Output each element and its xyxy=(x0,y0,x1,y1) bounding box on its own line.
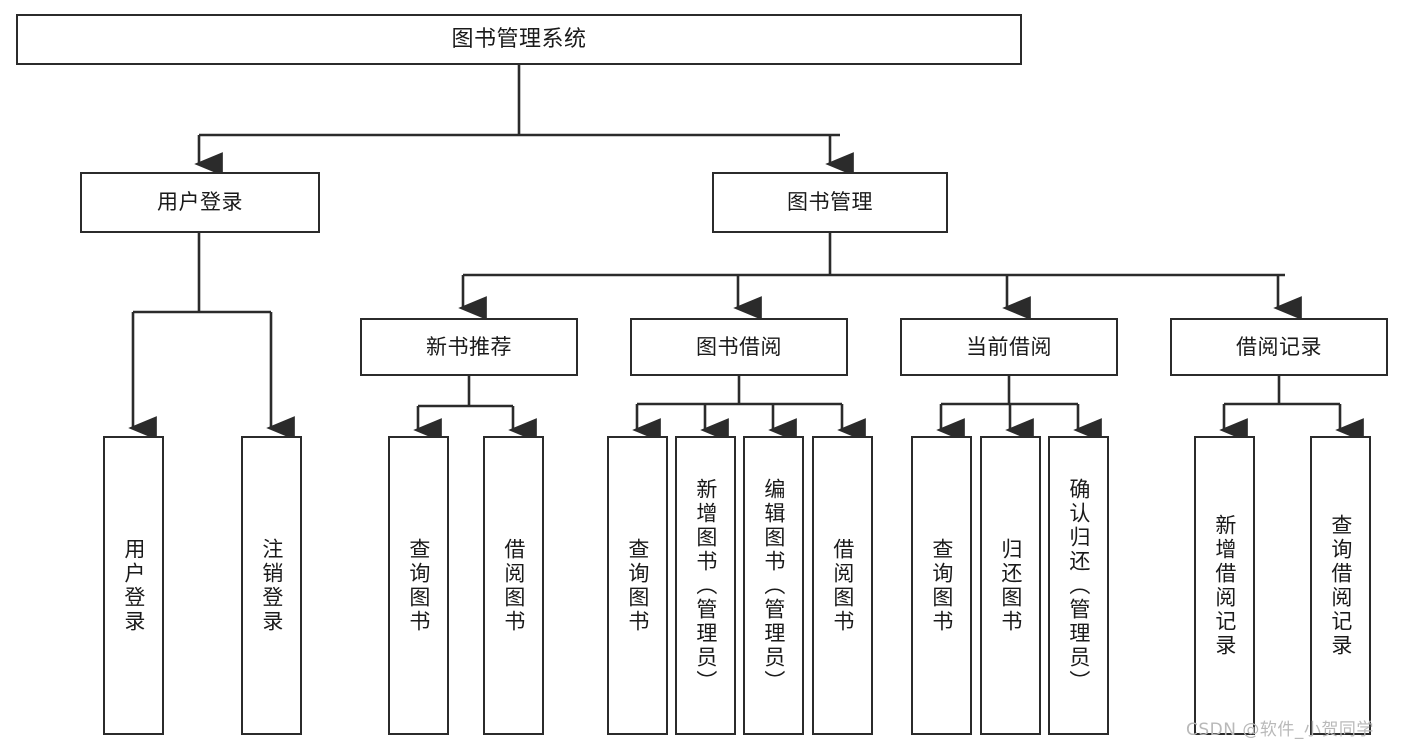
node-label: 借阅图书 xyxy=(501,537,526,634)
node-label: 查询图书 xyxy=(625,537,650,634)
leaf-current-borrow-return[interactable]: 归还图书 xyxy=(980,436,1041,735)
node-label: 图书管理系统 xyxy=(451,26,587,52)
leaf-book-borrow-add[interactable]: 新增图书（管理员） xyxy=(675,436,736,735)
node-label: 用户登录 xyxy=(121,537,146,634)
node-borrow-record[interactable]: 借阅记录 xyxy=(1170,318,1388,376)
node-current-borrow[interactable]: 当前借阅 xyxy=(900,318,1118,376)
leaf-book-borrow-edit[interactable]: 编辑图书（管理员） xyxy=(743,436,804,735)
leaf-current-borrow-confirm-return[interactable]: 确认归还（管理员） xyxy=(1048,436,1109,735)
node-label: 新增借阅记录 xyxy=(1212,513,1237,658)
leaf-book-borrow-borrow[interactable]: 借阅图书 xyxy=(812,436,873,735)
node-label: 查询借阅记录 xyxy=(1328,513,1353,658)
node-label: 确认归还（管理员） xyxy=(1066,477,1091,694)
leaf-user-login-logout[interactable]: 注销登录 xyxy=(241,436,302,735)
node-label: 借阅记录 xyxy=(1236,334,1322,359)
node-label: 借阅图书 xyxy=(830,537,855,634)
node-label: 新书推荐 xyxy=(426,334,512,359)
node-book-management[interactable]: 图书管理 xyxy=(712,172,948,233)
node-root-system[interactable]: 图书管理系统 xyxy=(16,14,1022,65)
node-label: 编辑图书（管理员） xyxy=(761,477,786,694)
leaf-new-book-borrow[interactable]: 借阅图书 xyxy=(483,436,544,735)
node-label: 图书管理 xyxy=(787,190,873,215)
node-label: 图书借阅 xyxy=(696,334,782,359)
leaf-borrow-record-query[interactable]: 查询借阅记录 xyxy=(1310,436,1371,735)
node-user-login[interactable]: 用户登录 xyxy=(80,172,320,233)
node-label: 当前借阅 xyxy=(966,334,1052,359)
node-new-book-recommend[interactable]: 新书推荐 xyxy=(360,318,578,376)
node-label: 查询图书 xyxy=(929,537,954,634)
leaf-new-book-query[interactable]: 查询图书 xyxy=(388,436,449,735)
node-label: 注销登录 xyxy=(259,537,284,634)
leaf-book-borrow-query[interactable]: 查询图书 xyxy=(607,436,668,735)
leaf-current-borrow-query[interactable]: 查询图书 xyxy=(911,436,972,735)
node-book-borrow[interactable]: 图书借阅 xyxy=(630,318,848,376)
node-label: 用户登录 xyxy=(157,190,243,215)
leaf-user-login-login[interactable]: 用户登录 xyxy=(103,436,164,735)
node-label: 归还图书 xyxy=(998,537,1023,634)
node-label: 新增图书（管理员） xyxy=(693,477,718,694)
csdn-watermark: CSDN @软件_小贺同学 xyxy=(1186,720,1374,740)
node-label: 查询图书 xyxy=(406,537,431,634)
leaf-borrow-record-add[interactable]: 新增借阅记录 xyxy=(1194,436,1255,735)
